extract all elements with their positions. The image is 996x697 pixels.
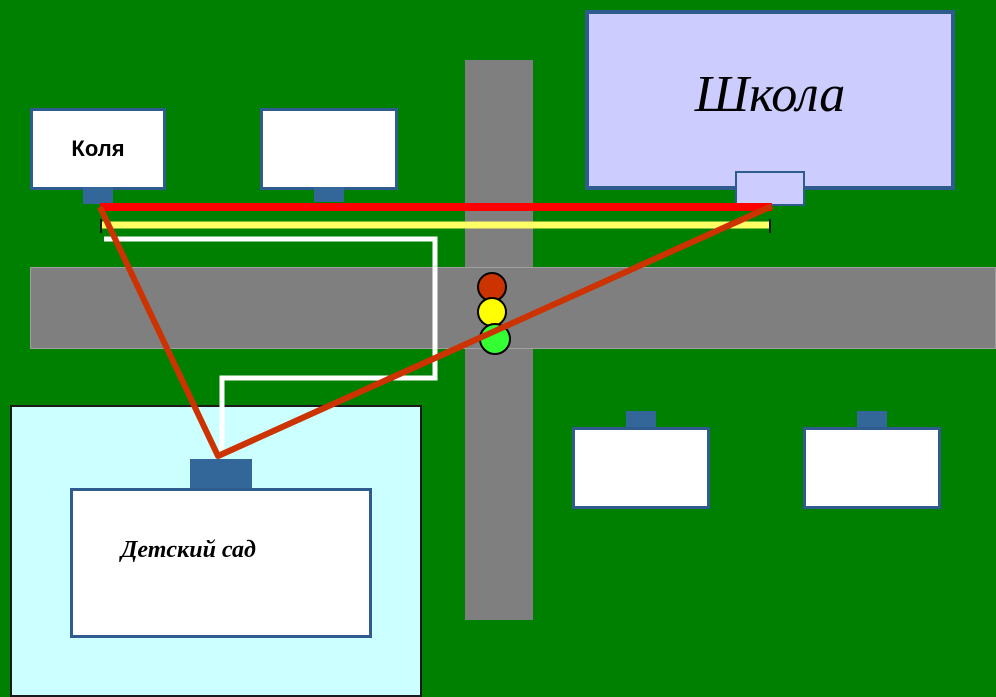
kolya-house-label: Коля	[71, 136, 125, 161]
route-orange-over-light	[216, 203, 774, 459]
route-white	[104, 236, 438, 452]
house-bottom-2-door	[857, 411, 887, 430]
house-bottom-1[interactable]	[572, 427, 710, 509]
school-label: Школа	[694, 65, 846, 123]
kolya-house[interactable]: Коля	[30, 108, 166, 190]
kolya-house-door	[83, 187, 113, 204]
house-bottom-1-door	[626, 411, 656, 430]
traffic-light-yellow	[477, 297, 507, 327]
kindergarten-building[interactable]: Детский сад	[70, 488, 372, 638]
kindergarten-label: Детский сад	[121, 536, 256, 563]
kindergarten-door	[190, 459, 252, 491]
traffic-light-red	[477, 272, 507, 302]
house-bottom-2[interactable]	[803, 427, 941, 509]
house-top-2-door	[314, 187, 344, 202]
horizontal-road	[30, 267, 996, 349]
